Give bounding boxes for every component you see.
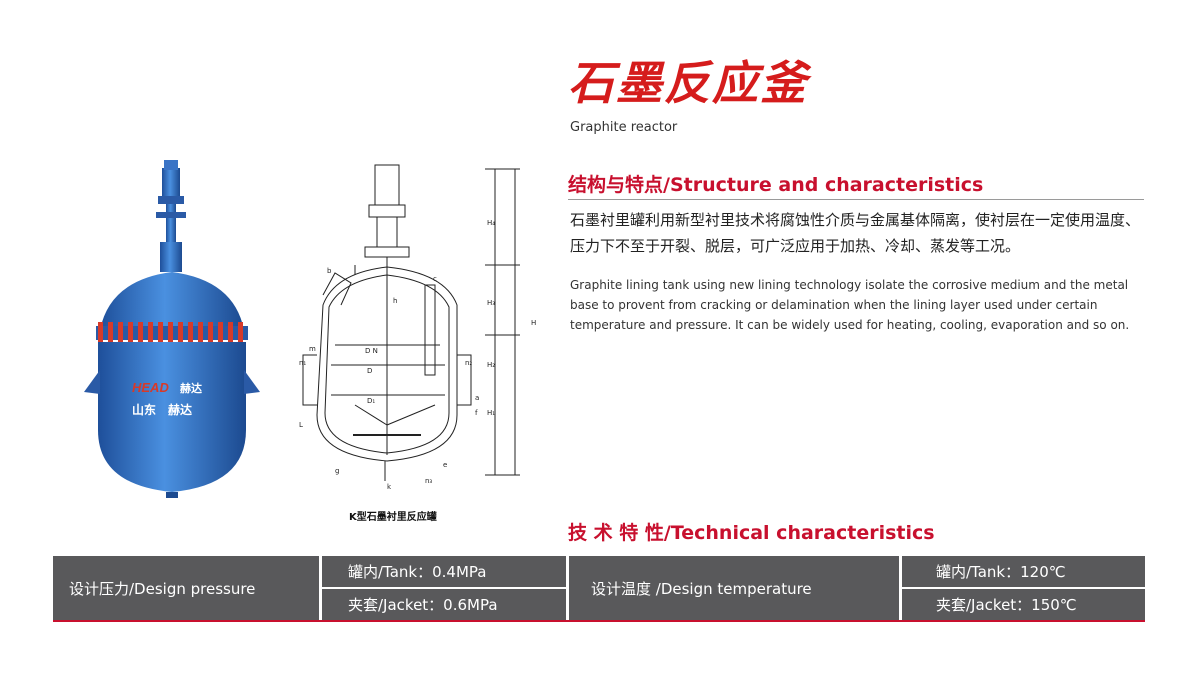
- structure-desc-cn: 石墨衬里罐利用新型衬里技术将腐蚀性介质与金属基体隔离，使衬层在一定使用温度、压力…: [570, 211, 1141, 255]
- label-a: a: [475, 394, 479, 402]
- reactor-photo: HEAD 赫达 山东 赫达: [84, 160, 260, 498]
- label-k: k: [387, 483, 392, 491]
- structure-heading-en: Structure and characteristics: [669, 174, 984, 196]
- structure-desc-en: Graphite lining tank using new lining te…: [570, 278, 1130, 332]
- page-title: 石墨反应釜: [568, 56, 808, 110]
- label-l: L: [299, 421, 303, 429]
- label-h: H: [531, 319, 536, 327]
- label-b: b: [327, 267, 332, 275]
- structure-heading: 结构与特点/Structure and characteristics: [568, 170, 983, 197]
- section-divider: [568, 199, 1144, 200]
- technical-heading: 技 术 特 性/Technical characteristics: [568, 518, 935, 545]
- reactor-schematic: D N D D₁ H H₁ H₂ H₃ H₄ b c h m n₁ n₂ L f…: [299, 164, 536, 491]
- tank-pressure-value: 罐内/Tank：0.4MPa: [322, 556, 566, 587]
- technical-heading-sep: /: [663, 522, 671, 544]
- label-e: e: [443, 461, 447, 469]
- label-n1: n₁: [299, 359, 306, 367]
- label-m: m: [309, 345, 316, 353]
- label-h3: H₃: [487, 299, 495, 307]
- technical-heading-cn: 技 术 特 性: [568, 522, 664, 544]
- jacket-temperature-value: 夹套/Jacket：150℃: [902, 589, 1145, 620]
- label-g: g: [335, 467, 339, 475]
- label-h2: H₂: [487, 361, 495, 369]
- label-h1: H₁: [487, 409, 495, 417]
- label-f: f: [475, 409, 478, 417]
- table-accent-line: [53, 620, 1145, 622]
- label-h4: H₄: [487, 219, 495, 227]
- jacket-pressure-value: 夹套/Jacket：0.6MPa: [322, 589, 566, 620]
- label-n2: n₂: [465, 359, 472, 367]
- schematic-caption: K型石墨衬里反应罐: [349, 512, 437, 523]
- brand-en: HEAD: [132, 380, 169, 395]
- structure-heading-sep: /: [663, 174, 670, 196]
- label-n3: n₃: [425, 477, 432, 485]
- technical-table: 设计压力/Design pressure 罐内/Tank：0.4MPa 夹套/J…: [53, 556, 1145, 622]
- structure-heading-cn: 结构与特点: [568, 174, 664, 196]
- label-dn: D N: [365, 347, 378, 355]
- technical-heading-en: Technical characteristics: [670, 522, 935, 544]
- page-subtitle: Graphite reactor: [570, 120, 678, 135]
- label-c: c: [433, 275, 437, 283]
- tank-temperature-value: 罐内/Tank：120℃: [902, 556, 1145, 587]
- brand-location: 山东 赫达: [132, 402, 192, 417]
- design-temperature-label: 设计温度 /Design temperature: [569, 556, 899, 620]
- label-d1: D₁: [367, 397, 375, 405]
- brand-cn: 赫达: [180, 381, 202, 395]
- label-d: D: [367, 367, 372, 375]
- label-h-small: h: [393, 297, 397, 305]
- design-pressure-label: 设计压力/Design pressure: [53, 556, 319, 620]
